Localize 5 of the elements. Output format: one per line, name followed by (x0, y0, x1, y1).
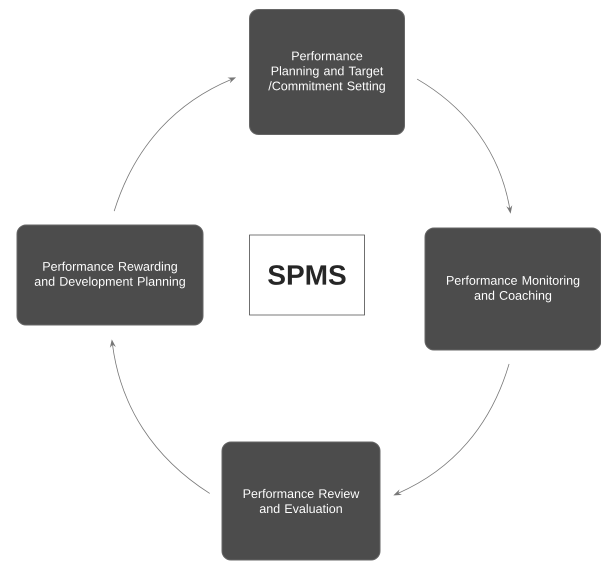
title-box: SPMS (249, 234, 365, 316)
process-box: Performance Rewarding and Development Planning (16, 224, 204, 326)
process-box: Performance Planning and Target /Commitment Setting (249, 9, 405, 135)
process-box: Performance Monitoring and Coaching (424, 228, 601, 350)
process-box: Performance Review and Evaluation (222, 442, 380, 560)
